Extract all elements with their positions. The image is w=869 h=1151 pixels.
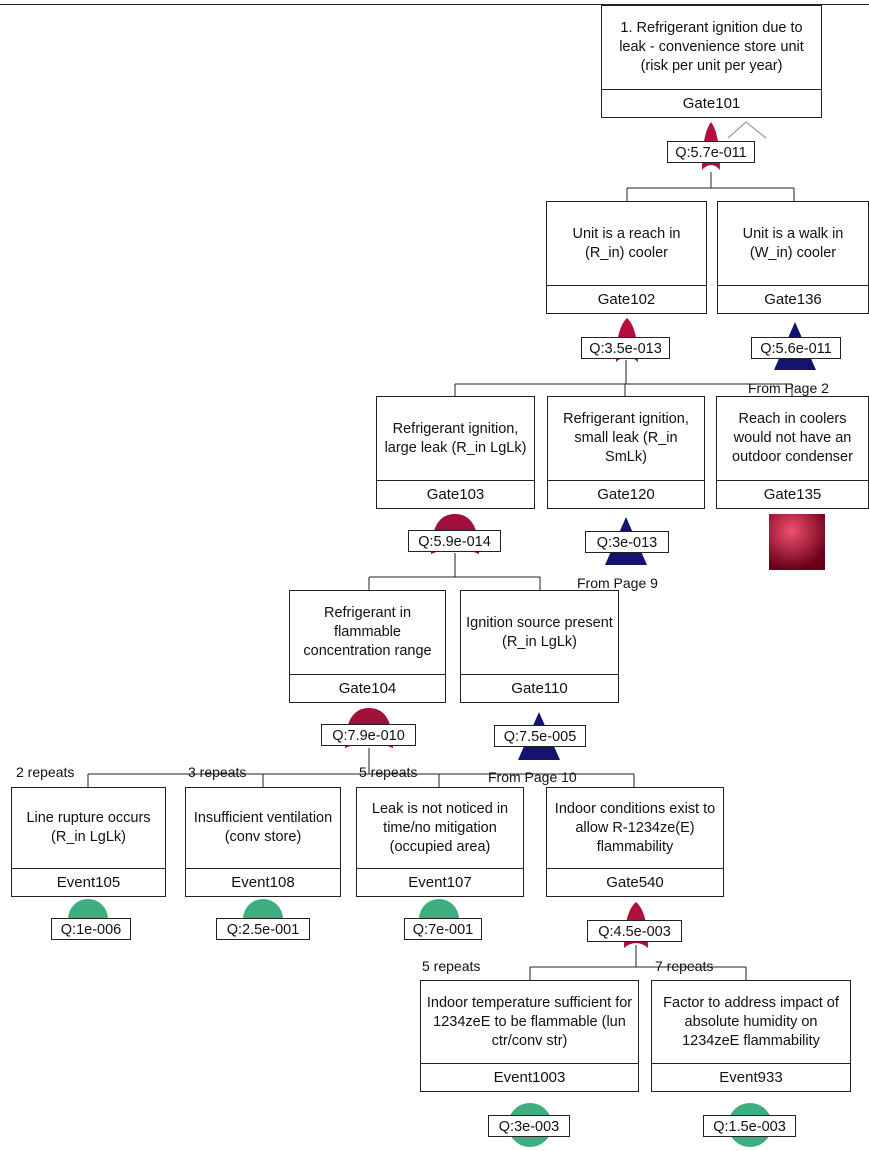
gate-102[interactable]: Unit is a reach in (R_in) cooler Gate102	[546, 201, 707, 314]
gate-110-id: Gate110	[461, 674, 618, 702]
gate-103-probability: Q:5.9e-014	[408, 530, 501, 552]
gate-101-description: 1. Refrigerant ignition due to leak - co…	[619, 20, 804, 74]
gate-136-description: Unit is a walk in (W_in) cooler	[742, 225, 844, 261]
event-108-id: Event108	[186, 868, 340, 896]
gate-110-transfer-reference[interactable]: From Page 10	[488, 769, 577, 785]
gate-120-description: Refrigerant ignition, small leak (R_in S…	[563, 411, 689, 465]
gate-135-id: Gate135	[717, 480, 868, 508]
event-107-probability: Q:7e-001	[404, 918, 482, 940]
gate-102-description: Unit is a reach in (R_in) cooler	[572, 225, 681, 261]
event-105-description: Line rupture occurs (R_in LgLk)	[26, 810, 151, 845]
gate-120-transfer-reference[interactable]: From Page 9	[577, 575, 658, 591]
event-1003-repeats: 5 repeats	[422, 958, 481, 974]
event-105-repeats: 2 repeats	[16, 764, 75, 780]
event-108-repeats: 3 repeats	[188, 764, 247, 780]
gate-102-id: Gate102	[547, 285, 706, 313]
event-107-description: Leak is not noticed in time/no mitigatio…	[371, 800, 509, 855]
event-108-probability: Q:2.5e-001	[216, 918, 310, 940]
event-1003-probability: Q:3e-003	[488, 1115, 570, 1137]
event-105-id: Event105	[12, 868, 165, 896]
gate-110[interactable]: Ignition source present (R_in LgLk) Gate…	[460, 590, 619, 703]
gate-104-description: Refrigerant in flammable concentration r…	[303, 605, 432, 659]
gate-135-description: Reach in coolers would not have an outdo…	[732, 411, 853, 465]
event-1003-description: Indoor temperature sufficient for 1234ze…	[426, 994, 633, 1049]
event-105-probability: Q:1e-006	[51, 918, 131, 940]
gate-135[interactable]: Reach in coolers would not have an outdo…	[716, 396, 869, 509]
event-1003[interactable]: Indoor temperature sufficient for 1234ze…	[420, 980, 639, 1092]
event-933[interactable]: Factor to address impact of absolute hum…	[651, 980, 851, 1092]
event-105[interactable]: Line rupture occurs (R_in LgLk) Event105	[11, 787, 166, 897]
event-108[interactable]: Insufficient ventilation (conv store) Ev…	[185, 787, 341, 897]
gate-102-probability: Q:3.5e-013	[581, 337, 670, 359]
event-933-repeats: 7 repeats	[655, 958, 714, 974]
gate-120-id: Gate120	[548, 480, 704, 508]
gate-104-probability: Q:7.9e-010	[321, 724, 416, 746]
event-107-id: Event107	[357, 868, 523, 896]
gate-104-id: Gate104	[290, 674, 445, 702]
house-event-icon	[769, 514, 825, 570]
gate-136-probability: Q:5.6e-011	[751, 337, 841, 359]
gate-540-id: Gate540	[547, 868, 723, 896]
gate-101-probability: Q:5.7e-011	[667, 141, 755, 163]
event-1003-id: Event1003	[421, 1063, 638, 1091]
event-108-description: Insufficient ventilation (conv store)	[193, 810, 333, 845]
gate-136-transfer-reference[interactable]: From Page 2	[748, 380, 829, 396]
gate-101-id: Gate101	[602, 89, 821, 117]
gate-103-id: Gate103	[377, 480, 534, 508]
event-933-description: Factor to address impact of absolute hum…	[663, 994, 839, 1049]
event-933-id: Event933	[652, 1063, 850, 1091]
gate-103-description: Refrigerant ignition, large leak (R_in L…	[384, 420, 527, 456]
gate-540-description: Indoor conditions exist to allow R-1234z…	[554, 800, 716, 855]
page-header-rule	[0, 4, 869, 5]
gate-110-description: Ignition source present (R_in LgLk)	[466, 614, 613, 650]
gate-103[interactable]: Refrigerant ignition, large leak (R_in L…	[376, 396, 535, 509]
gate-136-id: Gate136	[718, 285, 868, 313]
gate-110-probability: Q:7.5e-005	[494, 725, 586, 747]
event-107-repeats: 5 repeats	[359, 764, 418, 780]
gate-101[interactable]: 1. Refrigerant ignition due to leak - co…	[601, 5, 822, 118]
gate-540-probability: Q:4.5e-003	[587, 920, 682, 942]
event-107[interactable]: Leak is not noticed in time/no mitigatio…	[356, 787, 524, 897]
gate-540[interactable]: Indoor conditions exist to allow R-1234z…	[546, 787, 724, 897]
gate-104[interactable]: Refrigerant in flammable concentration r…	[289, 590, 446, 703]
gate-136[interactable]: Unit is a walk in (W_in) cooler Gate136	[717, 201, 869, 314]
gate-120[interactable]: Refrigerant ignition, small leak (R_in S…	[547, 396, 705, 509]
gate-120-probability: Q:3e-013	[585, 531, 669, 553]
event-933-probability: Q:1.5e-003	[703, 1115, 796, 1137]
